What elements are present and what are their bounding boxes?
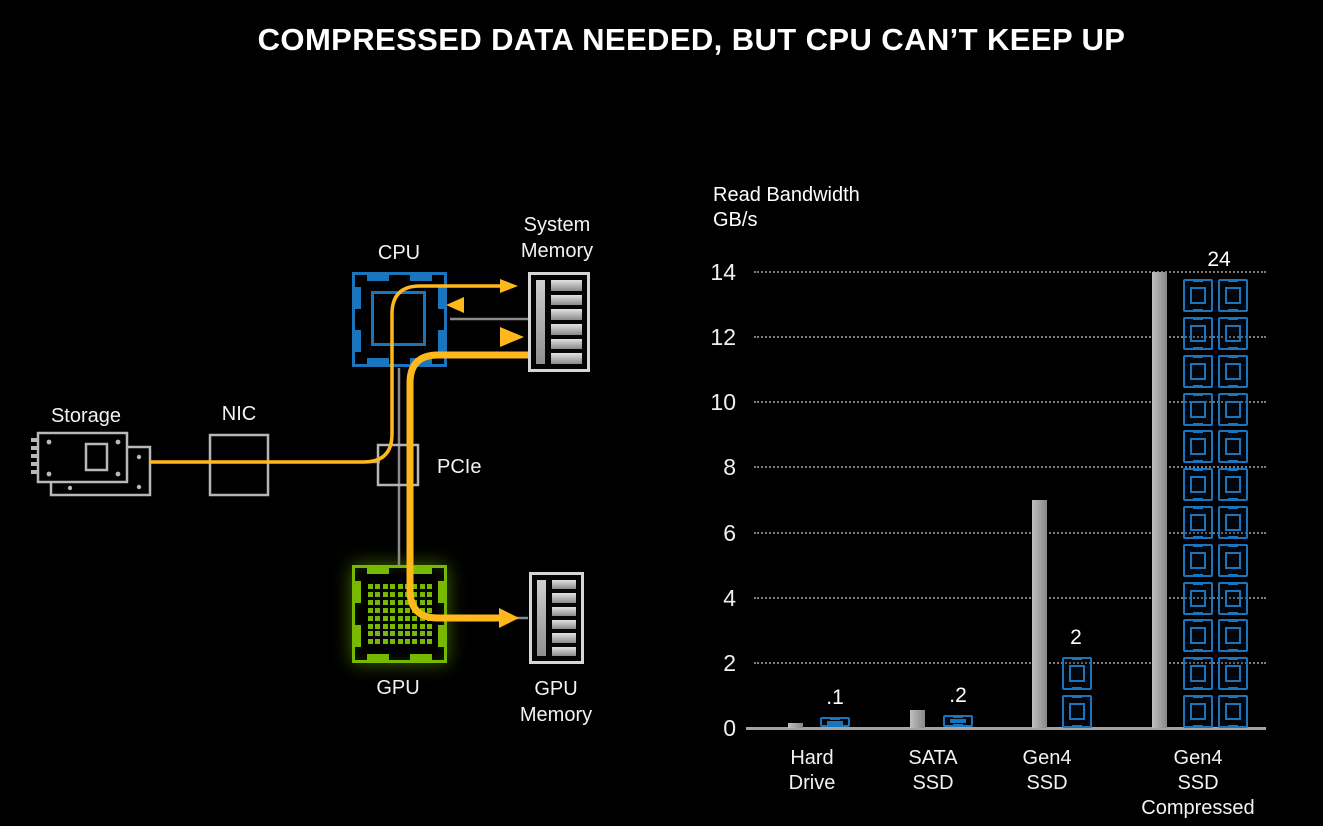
category-label: Gen4 SSD Compressed — [1141, 747, 1255, 819]
cpu-chip-icon — [1183, 695, 1213, 728]
chip-count-label: .1 — [826, 686, 844, 709]
grid-line — [754, 466, 1266, 469]
slide-title: COMPRESSED DATA NEEDED, BUT CPU CAN’T KE… — [257, 22, 1126, 57]
cpu-label: CPU — [377, 242, 421, 264]
cpu-chip-icon — [1183, 543, 1213, 577]
cpu-chip-icon — [1183, 619, 1213, 653]
cpu-chip-icon — [1218, 354, 1248, 388]
y-tick-label: 8 — [723, 454, 736, 481]
chip-count-label: 24 — [1207, 248, 1231, 272]
cpu-chip-icon — [1183, 354, 1213, 388]
y-tick-label: 6 — [723, 519, 736, 546]
storage-ssd-icon — [31, 431, 152, 497]
read-bandwidth-bar — [1152, 272, 1167, 728]
cpu-chip-icon — [1183, 468, 1213, 502]
cpu-chip-icon — [1062, 695, 1092, 728]
grid-line — [754, 661, 1266, 664]
y-tick-label: 4 — [723, 584, 736, 611]
cpu-chip-icon — [1218, 430, 1248, 464]
cpu-chip-icon — [1218, 695, 1248, 728]
grid-line — [754, 531, 1266, 534]
chip-count-label: 2 — [1070, 626, 1082, 650]
y-tick-label: 10 — [710, 389, 736, 416]
cpu-chip-icon — [1183, 279, 1213, 313]
gpu-die-grid — [368, 584, 438, 648]
cpu-chip-icon — [1218, 279, 1248, 313]
cpu-chip-icon — [1218, 468, 1248, 502]
y-tick-label: 0 — [723, 715, 736, 741]
gpu-memory-ram-icon — [529, 572, 584, 664]
chip-count-label: .2 — [949, 684, 967, 707]
cpu-socket-icon — [352, 272, 447, 367]
nic-label: NIC — [221, 403, 257, 425]
read-bandwidth-bar — [910, 710, 925, 728]
read-bandwidth-bar — [1032, 500, 1047, 728]
cpu-chip-icon — [1183, 657, 1213, 691]
gpu-die-icon — [352, 565, 447, 663]
cpu-chip-icon — [820, 717, 850, 727]
category-label: Gen4 SSD — [1022, 747, 1072, 794]
gpu-memory-label: GPU Memory — [519, 678, 593, 726]
grid-line — [754, 401, 1266, 404]
cpu-chip-icon — [1218, 581, 1248, 615]
system-memory-ram-icon — [528, 272, 590, 372]
cpu-chip-icon — [1183, 317, 1213, 350]
grid-line — [754, 271, 1266, 274]
gpu-label: GPU — [376, 677, 420, 699]
y-tick-label: 12 — [710, 324, 736, 351]
cpu-chip-icon — [1218, 317, 1248, 350]
cpu-chip-icon — [1218, 619, 1248, 653]
system-memory-label: System Memory — [520, 214, 594, 262]
cpu-chip-icon — [1218, 392, 1248, 426]
category-label: Hard Drive — [788, 747, 836, 794]
cpu-chip-icon — [1183, 430, 1213, 464]
cpu-chip-icon — [1218, 657, 1248, 691]
cpu-chip-icon — [1062, 657, 1092, 691]
read-bandwidth-bar — [788, 723, 803, 728]
cpu-chip-icon — [1183, 392, 1213, 426]
chart-title: Read Bandwidth — [713, 184, 860, 206]
grid-line — [754, 596, 1266, 599]
storage-label: Storage — [50, 405, 122, 427]
cpu-chip-icon — [1218, 506, 1248, 539]
cpu-chip-icon — [1183, 506, 1213, 539]
chart-y-unit: GB/s — [713, 209, 758, 231]
pcie-switch-icon — [376, 443, 420, 487]
cpu-chip-icon — [1218, 543, 1248, 577]
grid-line — [754, 336, 1266, 339]
x-axis-baseline — [746, 727, 1266, 730]
nic-square-icon — [208, 433, 270, 497]
cpu-chip-icon — [1183, 581, 1213, 615]
storage-connector-teeth — [31, 438, 38, 474]
y-tick-label: 14 — [710, 259, 736, 286]
cpu-inner-die — [371, 291, 426, 346]
y-tick-label: 2 — [723, 649, 736, 676]
pcie-label: PCIe — [437, 456, 482, 478]
cpu-chip-icon — [943, 715, 973, 727]
category-label: SATA SSD — [908, 747, 958, 794]
